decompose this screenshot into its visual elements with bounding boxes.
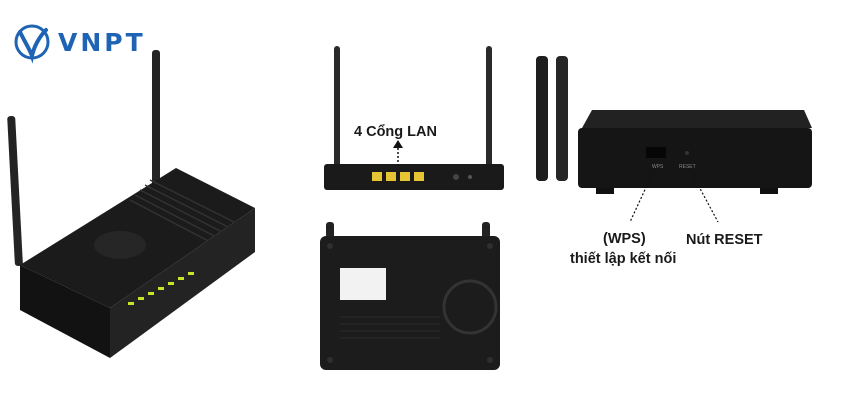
wps-marking: WPS xyxy=(652,164,664,170)
wps-title: (WPS) xyxy=(603,231,646,247)
router-front xyxy=(20,265,110,358)
bottom-panel xyxy=(320,236,500,370)
antenna-side-a xyxy=(536,56,548,181)
router-side-view: WPS RESET xyxy=(536,56,812,223)
router-back-view xyxy=(324,46,504,190)
lan-ports-label: 4 Cổng LAN xyxy=(354,124,437,140)
antenna-back-left xyxy=(334,46,340,181)
router-side xyxy=(110,208,255,358)
reset-marking: RESET xyxy=(679,164,696,170)
antenna-back-right xyxy=(486,46,492,181)
antenna-right xyxy=(152,50,160,200)
antenna-side-b xyxy=(556,56,568,181)
wps-description: thiết lập kết nối xyxy=(570,251,677,267)
reset-label: Nút RESET xyxy=(686,232,763,248)
router-bottom-view xyxy=(320,222,500,370)
vnpt-swoosh-icon xyxy=(14,24,50,64)
brand-name: VNPT xyxy=(58,27,146,57)
wps-button xyxy=(646,147,666,158)
antenna-left xyxy=(7,116,23,266)
side-body xyxy=(578,128,812,188)
vnpt-logo: VNPT xyxy=(14,22,146,64)
side-top xyxy=(582,110,812,128)
lan-ports xyxy=(372,172,424,181)
reset-hole xyxy=(685,151,689,155)
router-front-view xyxy=(7,50,255,358)
